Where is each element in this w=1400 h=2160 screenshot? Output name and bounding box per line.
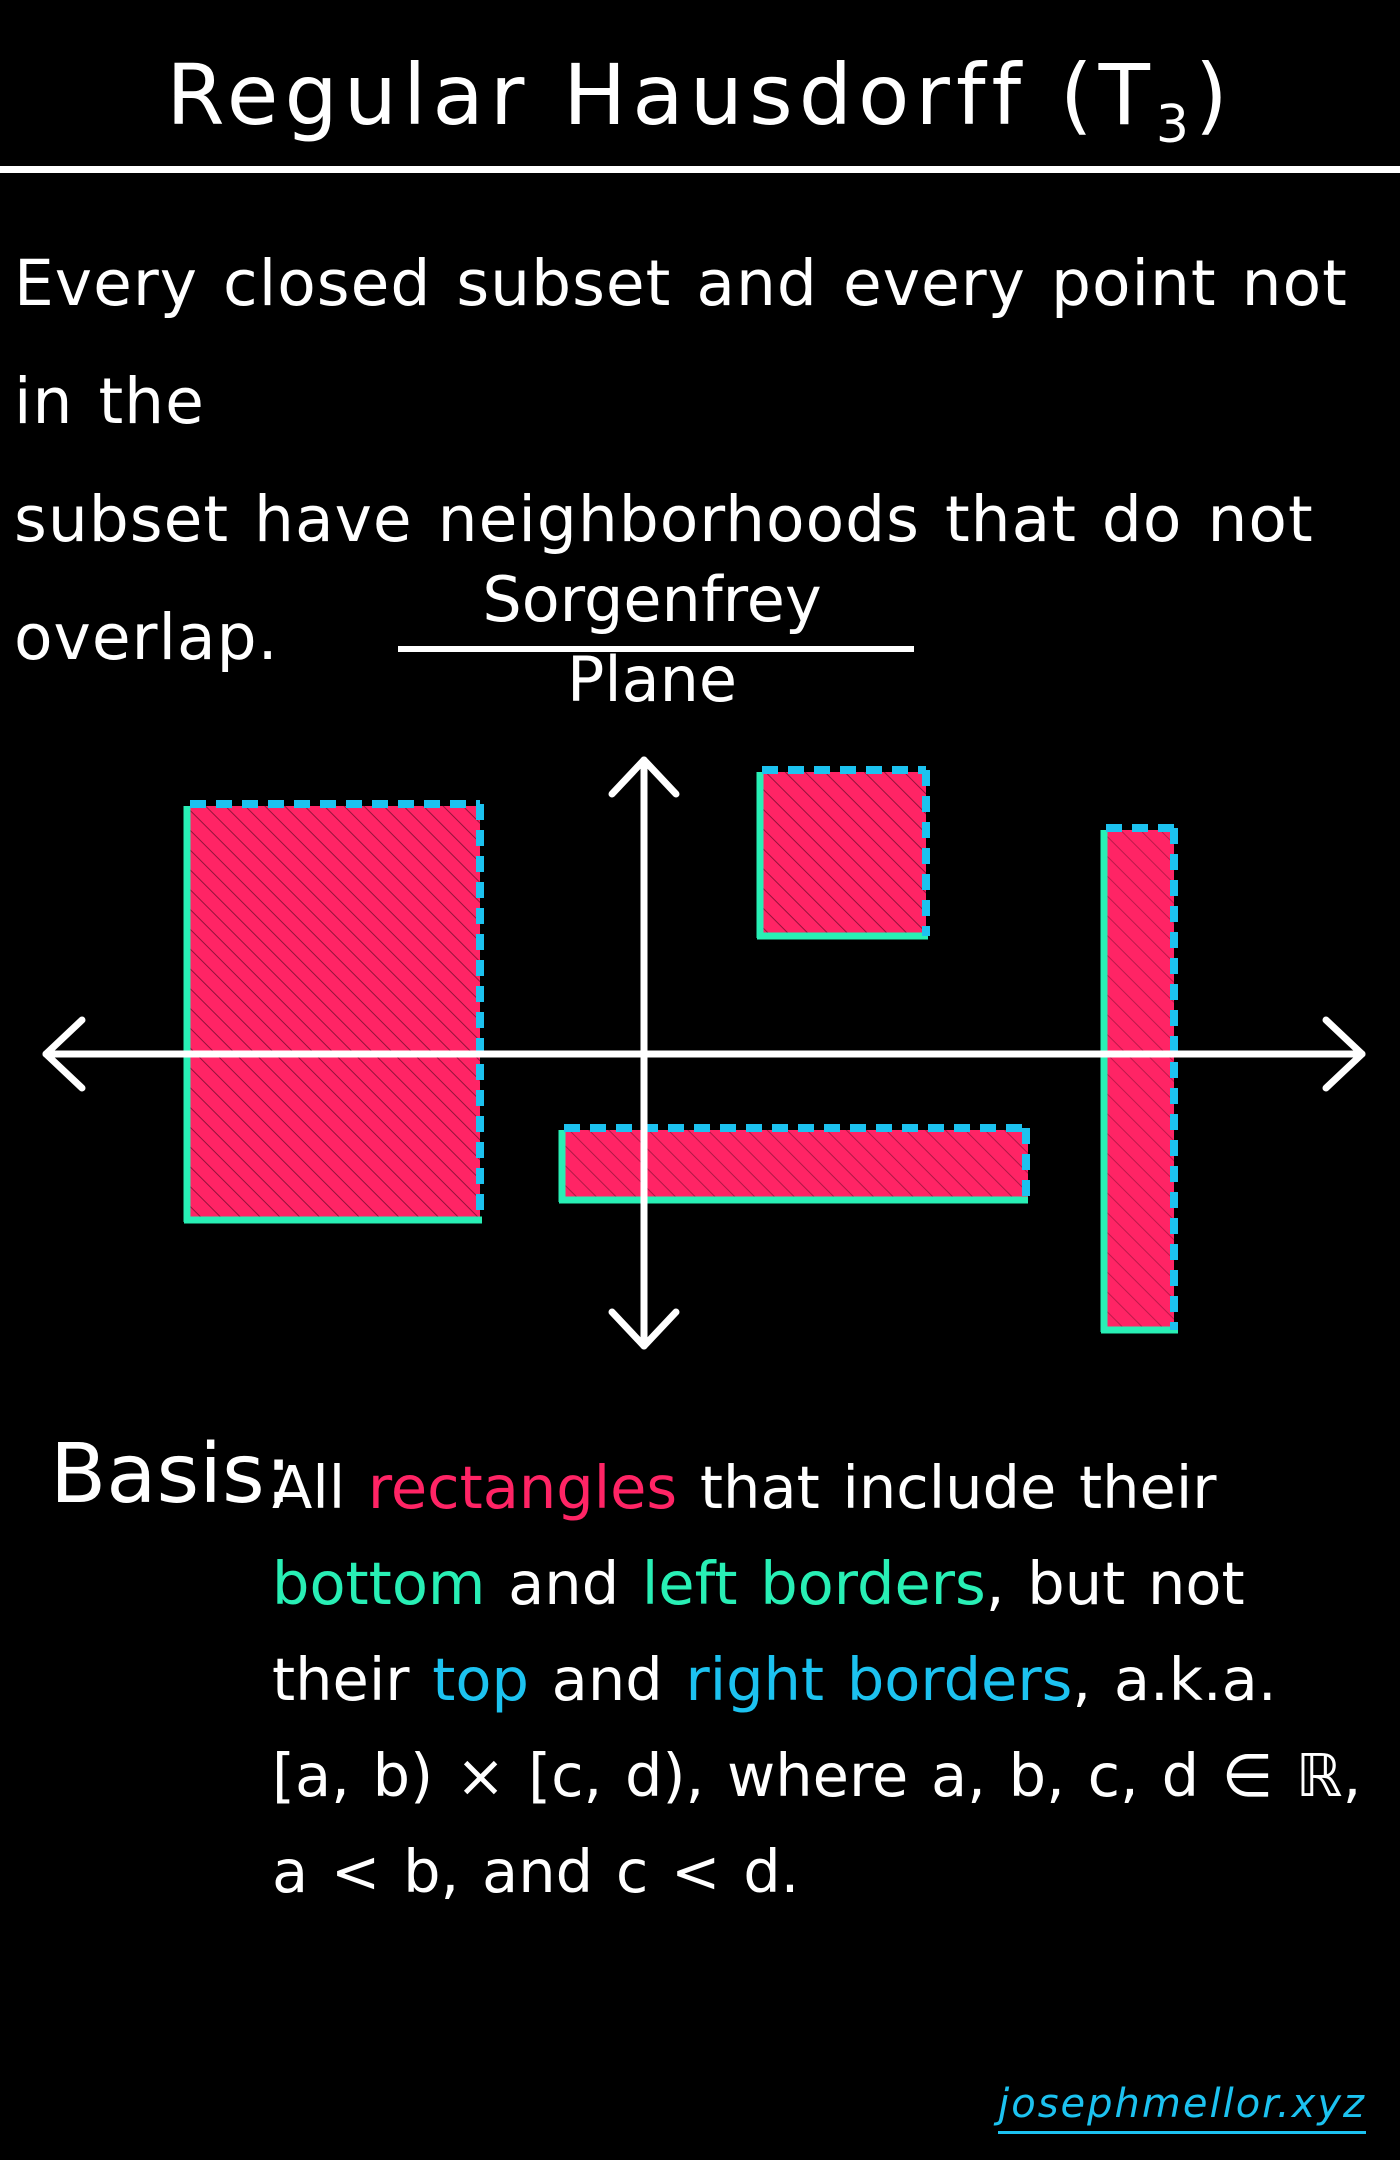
basis-rectangle-square	[756, 766, 930, 940]
rectangle-hatching	[762, 772, 926, 936]
x-axis	[42, 1016, 1366, 1092]
y-axis	[608, 756, 680, 1350]
basis-line-4: [a, b) × [c, d), where a, b, c, d ∈ ℝ,	[272, 1741, 1362, 1810]
author-signature: josephmellor.xyz	[998, 2081, 1366, 2134]
definition-line-2: subset have neighborhoods that do not ov…	[14, 483, 1314, 674]
basis-rectangle-narrow	[1100, 824, 1178, 1334]
y-axis-top-arrowhead	[608, 756, 680, 798]
basis-line-2: bottom and left borders, but not	[272, 1549, 1245, 1618]
definition-text: Every closed subset and every point not …	[14, 225, 1386, 697]
keyword-top: top	[432, 1645, 529, 1714]
basis-line-3: their top and right borders, a.k.a.	[272, 1645, 1277, 1714]
basis-rectangle-large	[183, 800, 484, 1224]
definition-line-1: Every closed subset and every point not …	[14, 247, 1348, 438]
x-axis-right-arrowhead	[1322, 1016, 1366, 1092]
rectangle-hatching	[190, 806, 480, 1220]
y-axis-bottom-arrowhead	[608, 1308, 680, 1350]
rectangle-hatching	[564, 1130, 1028, 1200]
basis-label: Basis:	[50, 1427, 293, 1522]
diagram-title-underline	[398, 646, 914, 652]
keyword-right-borders: right borders	[685, 1645, 1073, 1714]
diagram-title: Sorgenfrey Plane	[482, 563, 822, 716]
title-divider	[0, 166, 1400, 173]
basis-description: All rectangles that include their bottom…	[272, 1440, 1382, 1920]
keyword-bottom: bottom	[272, 1549, 486, 1618]
rectangle-hatching	[1106, 830, 1174, 1330]
basis-line-5: a < b, and c < d.	[272, 1837, 800, 1906]
keyword-left-borders: left borders	[641, 1549, 986, 1618]
page-title: Regular Hausdorff (T3)	[166, 46, 1234, 155]
sorgenfrey-plane-diagram	[42, 756, 1366, 1350]
x-axis-left-arrowhead	[42, 1016, 86, 1092]
basis-line-1: All rectangles that include their	[272, 1453, 1217, 1522]
keyword-rectangles: rectangles	[367, 1453, 678, 1522]
basis-rectangle-wide	[558, 1124, 1030, 1204]
